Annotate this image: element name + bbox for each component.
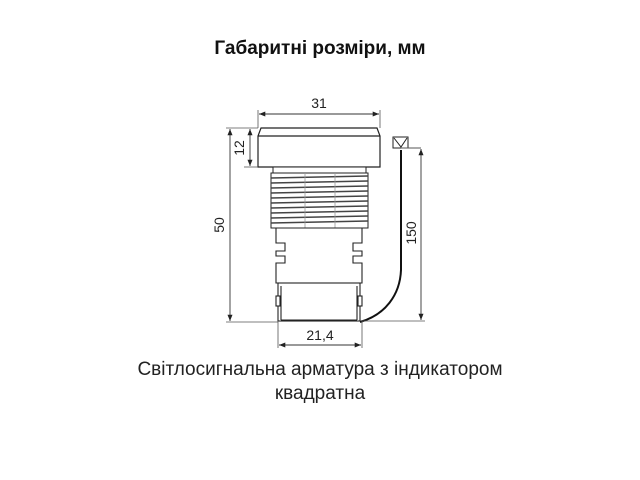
dim-label-50: 50: [211, 217, 227, 233]
dimension-base-width: 21,4: [277, 321, 363, 348]
base-section: [275, 282, 363, 322]
dimension-cap-height: 12: [226, 127, 258, 168]
drawing-title: Габаритні розміри, мм: [214, 38, 426, 59]
dim-label-21-4: 21,4: [306, 327, 333, 343]
caption-line-1: Світлосигнальна арматура з індикатором: [137, 359, 503, 380]
dim-label-12: 12: [231, 140, 247, 156]
wire: [359, 136, 421, 323]
dimension-total-height: 50: [211, 129, 278, 323]
caption-line-2: квадратна: [274, 383, 366, 404]
dim-label-150: 150: [403, 221, 419, 245]
lower-body: [275, 227, 363, 284]
drawing-caption: Світлосигнальна арматура з індикатором к…: [0, 358, 640, 406]
threaded-body: [270, 166, 369, 229]
dimension-wire-length: 150: [362, 149, 425, 322]
dim-label-31: 31: [311, 95, 327, 111]
indicator-cap: [257, 127, 381, 168]
dimension-cap-width: 31: [257, 95, 381, 128]
